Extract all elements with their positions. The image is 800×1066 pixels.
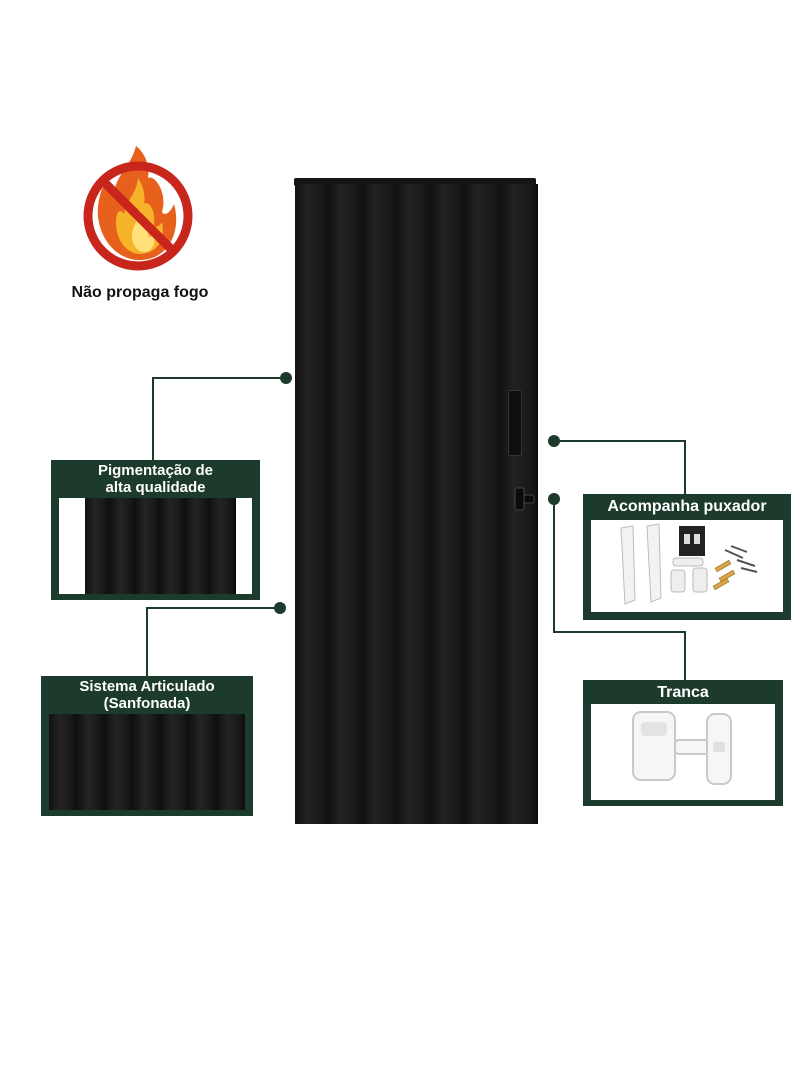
feature-image bbox=[591, 704, 775, 800]
connector-line bbox=[684, 440, 686, 496]
feature-title-line2: alta qualidade bbox=[105, 479, 206, 496]
no-fire-badge bbox=[78, 138, 198, 278]
feature-image bbox=[59, 498, 252, 594]
connector-dot bbox=[274, 602, 286, 614]
connector-line bbox=[146, 607, 148, 679]
feature-puxador: Acompanha puxador bbox=[583, 494, 791, 620]
folding-door bbox=[294, 178, 540, 824]
door-panel bbox=[329, 184, 364, 824]
connector-line bbox=[684, 631, 686, 681]
feature-pigmentacao: Pigmentação de alta qualidade bbox=[51, 460, 260, 600]
door-panel bbox=[397, 184, 432, 824]
door-latch-icon bbox=[514, 487, 535, 511]
connector-line bbox=[146, 607, 280, 609]
door-handle bbox=[508, 390, 522, 456]
connector-line bbox=[553, 631, 685, 633]
connector-line bbox=[553, 498, 555, 632]
door-panel bbox=[431, 184, 466, 824]
connector-line bbox=[554, 440, 685, 442]
fire-caption: Não propaga fogo bbox=[71, 284, 209, 301]
feature-tranca: Tranca bbox=[583, 680, 783, 806]
feature-sistema: Sistema Articulado (Sanfonada) bbox=[41, 676, 253, 816]
handle-kit-icon bbox=[620, 523, 758, 605]
connector-line bbox=[152, 377, 286, 379]
door-body bbox=[295, 184, 538, 824]
connector-dot bbox=[280, 372, 292, 384]
feature-image bbox=[591, 520, 783, 612]
door-panel bbox=[465, 184, 502, 824]
latch-icon bbox=[632, 711, 732, 785]
door-panel bbox=[363, 184, 398, 824]
no-fire-icon bbox=[83, 146, 193, 271]
feature-image bbox=[49, 714, 245, 810]
feature-title: Acompanha puxador bbox=[607, 498, 767, 515]
feature-title-line2: (Sanfonada) bbox=[103, 695, 191, 712]
door-swatch bbox=[85, 498, 236, 594]
feature-title: Tranca bbox=[657, 684, 709, 701]
feature-title-line1: Sistema Articulado bbox=[79, 678, 215, 695]
feature-title-line1: Pigmentação de bbox=[97, 462, 214, 479]
door-panel bbox=[295, 184, 330, 824]
connector-line bbox=[152, 377, 154, 461]
door-top-rail bbox=[294, 178, 536, 186]
